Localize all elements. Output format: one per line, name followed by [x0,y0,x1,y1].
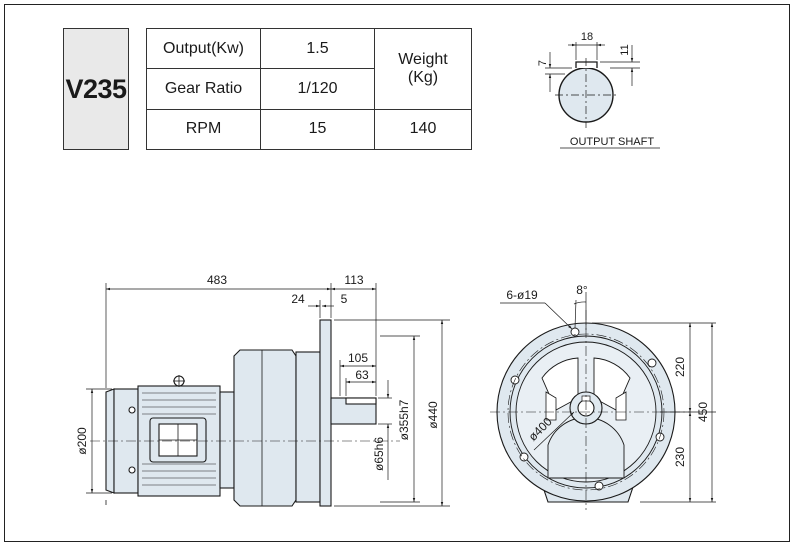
shaft-extension-label: 113 [344,273,363,287]
table-row: Gear Ratio 1/120 [146,68,472,110]
drawing-frame [4,4,790,542]
weight-value: 140 [374,108,472,151]
weight-label-line1: Weight [398,50,448,68]
key-depth-label: 11 [619,44,631,55]
key-width-label: 18 [581,31,593,43]
output-value: 1.5 [260,27,375,70]
side-view-dimensions [86,283,450,507]
bolt-hole [594,481,604,491]
shaft-dia-label: ø65h6 [372,437,386,471]
table-row: RPM 15 140 [146,108,472,151]
bolt-hole [647,358,657,368]
spigot-dia-label: ø355h7 [397,399,411,440]
gear-ratio-value: 1/120 [260,68,375,110]
overall-length-label: 483 [207,273,227,287]
keyway [575,61,598,68]
motor-dia-label: ø200 [75,427,89,455]
weight-label-line2: (Kg) [407,68,439,86]
flange-offset-label: 5 [341,292,348,306]
weight-label: Weight (Kg) [374,28,472,110]
bolt-holes-label: 6-ø19 [506,288,538,302]
table-row: Output(Kw) 1.5 Weight (Kg) [146,27,472,110]
gearbox-housing [295,351,321,503]
output-shaft-view [545,42,660,149]
shaft-key-depth-label: 7 [537,60,549,66]
output-label: Output(Kw) [146,27,261,70]
gearbox-body [233,349,297,507]
flange-thickness-label: 24 [291,292,305,306]
total-height-label: 450 [696,402,710,422]
key-length-label: 63 [355,368,369,382]
spec-table: Output(Kw) 1.5 Weight (Kg) Gear Ratio 1/… [146,27,472,151]
motor-flange [219,391,235,489]
lower-height-label: 230 [673,447,687,467]
hole-angle-label: 8° [576,283,588,297]
side-view [105,319,377,507]
shaft-length-label: 105 [348,351,368,365]
output-flange [319,319,332,507]
front-view-dimensions [500,292,716,503]
upper-height-label: 220 [673,357,687,377]
flange-dia-label: ø440 [426,401,440,429]
model-label: V235 [63,28,129,150]
output-shaft-caption: OUTPUT SHAFT [570,136,654,148]
shaft-key [345,397,377,405]
bolt-hole [519,452,529,462]
